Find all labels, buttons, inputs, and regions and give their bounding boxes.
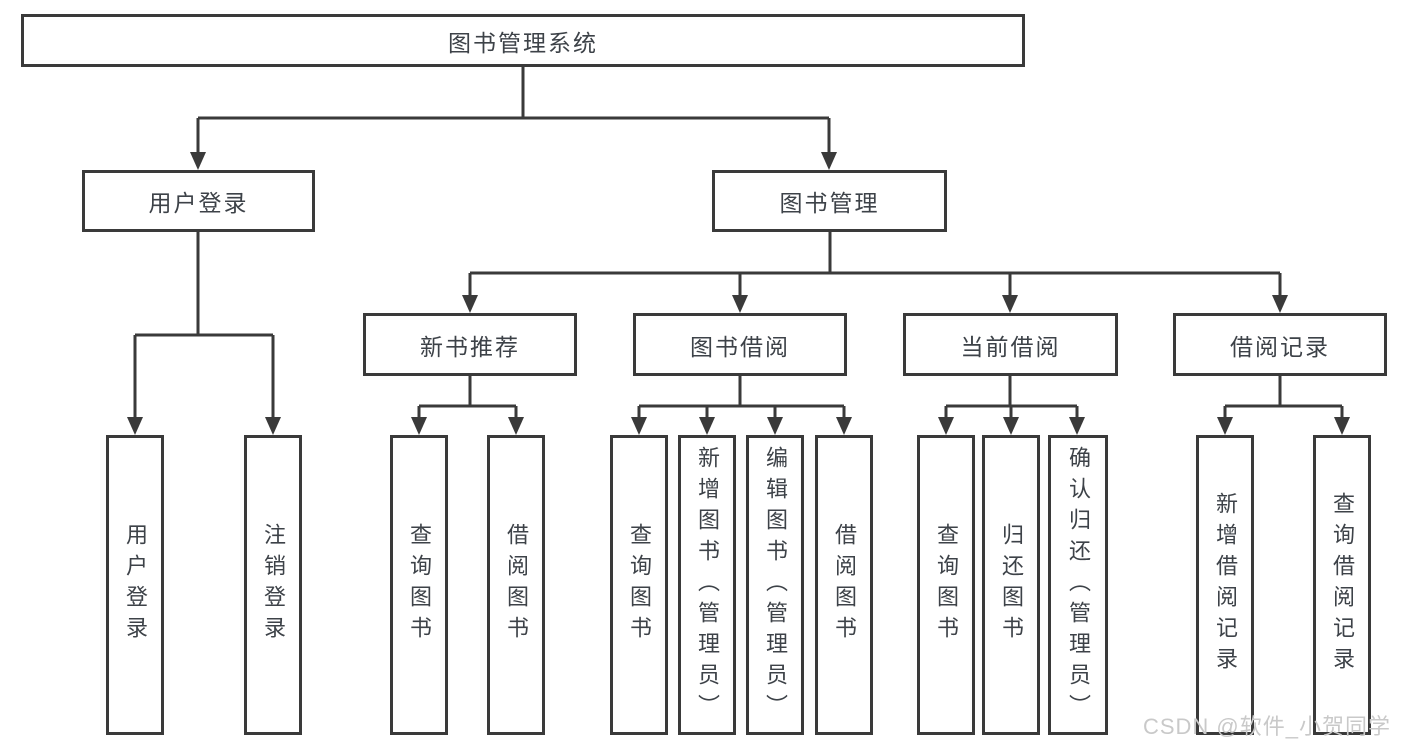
node-label: 图书管理: [779, 190, 880, 216]
node-label: 新书推荐: [420, 333, 520, 360]
connector-lines: [133, 67, 1344, 419]
arrow-down-icon: [821, 152, 837, 170]
node-leaf-return-books: 归还图书: [982, 435, 1040, 735]
arrowhead-icons: [127, 152, 1350, 435]
node-leaf-logout: 注销登录: [244, 435, 302, 735]
arrow-down-icon: [411, 417, 427, 435]
node-leaf-borrow-books: 借阅图书: [815, 435, 873, 735]
node-leaf-query-books: 查询图书: [610, 435, 668, 735]
node-label: 查询图书: [934, 523, 959, 647]
node-label: 新增图书（管理员）: [695, 445, 720, 725]
node-label: 用户登录: [148, 190, 249, 216]
node-label: 注销登录: [261, 523, 286, 647]
arrow-down-icon: [1217, 417, 1233, 435]
node-leaf-borrow-books: 借阅图书: [487, 435, 545, 735]
node-label: 查询图书: [627, 523, 652, 647]
node-leaf-query-books: 查询图书: [917, 435, 975, 735]
arrow-down-icon: [631, 417, 647, 435]
arrow-down-icon: [1003, 417, 1019, 435]
node-book-management: 图书管理: [712, 170, 947, 232]
node-leaf-add-books-admin: 新增图书（管理员）: [678, 435, 736, 735]
node-book-borrow: 图书借阅: [633, 313, 847, 376]
arrow-down-icon: [767, 417, 783, 435]
node-label: 新增借阅记录: [1213, 492, 1238, 678]
node-current-borrow: 当前借阅: [903, 313, 1118, 376]
arrow-down-icon: [190, 152, 206, 170]
arrow-down-icon: [938, 417, 954, 435]
node-leaf-user-login: 用户登录: [106, 435, 164, 735]
node-borrow-records: 借阅记录: [1173, 313, 1387, 376]
node-leaf-confirm-return-admin: 确认归还（管理员）: [1048, 435, 1108, 735]
arrow-down-icon: [265, 417, 281, 435]
arrow-down-icon: [1069, 417, 1085, 435]
arrow-down-icon: [127, 417, 143, 435]
csdn-watermark: CSDN @软件_小贺同学: [1142, 714, 1391, 739]
arrow-down-icon: [1002, 295, 1018, 313]
arrow-down-icon: [508, 417, 524, 435]
arrow-down-icon: [1272, 295, 1288, 313]
node-label: 借阅记录: [1230, 333, 1330, 360]
node-root-book-management-system: 图书管理系统: [21, 14, 1025, 67]
node-label: 编辑图书（管理员）: [763, 445, 788, 725]
node-leaf-edit-books-admin: 编辑图书（管理员）: [746, 435, 804, 735]
node-leaf-add-borrow-record: 新增借阅记录: [1196, 435, 1254, 735]
node-label: 图书管理系统: [448, 29, 598, 56]
arrow-down-icon: [732, 295, 748, 313]
node-user-login: 用户登录: [82, 170, 315, 232]
node-label: 借阅图书: [832, 523, 857, 647]
node-label: 查询图书: [407, 523, 432, 647]
node-label: 归还图书: [999, 523, 1024, 647]
node-label: 查询借阅记录: [1330, 492, 1355, 678]
node-leaf-query-books: 查询图书: [390, 435, 448, 735]
node-new-book-recommend: 新书推荐: [363, 313, 577, 376]
node-label: 确认归还（管理员）: [1066, 445, 1091, 725]
arrow-down-icon: [1334, 417, 1350, 435]
node-label: 当前借阅: [960, 333, 1061, 360]
node-leaf-query-borrow-record: 查询借阅记录: [1313, 435, 1371, 735]
node-label: 用户登录: [123, 523, 148, 647]
node-label: 借阅图书: [504, 523, 529, 647]
arrow-down-icon: [462, 295, 478, 313]
arrow-down-icon: [699, 417, 715, 435]
arrow-down-icon: [836, 417, 852, 435]
node-label: 图书借阅: [690, 333, 790, 360]
